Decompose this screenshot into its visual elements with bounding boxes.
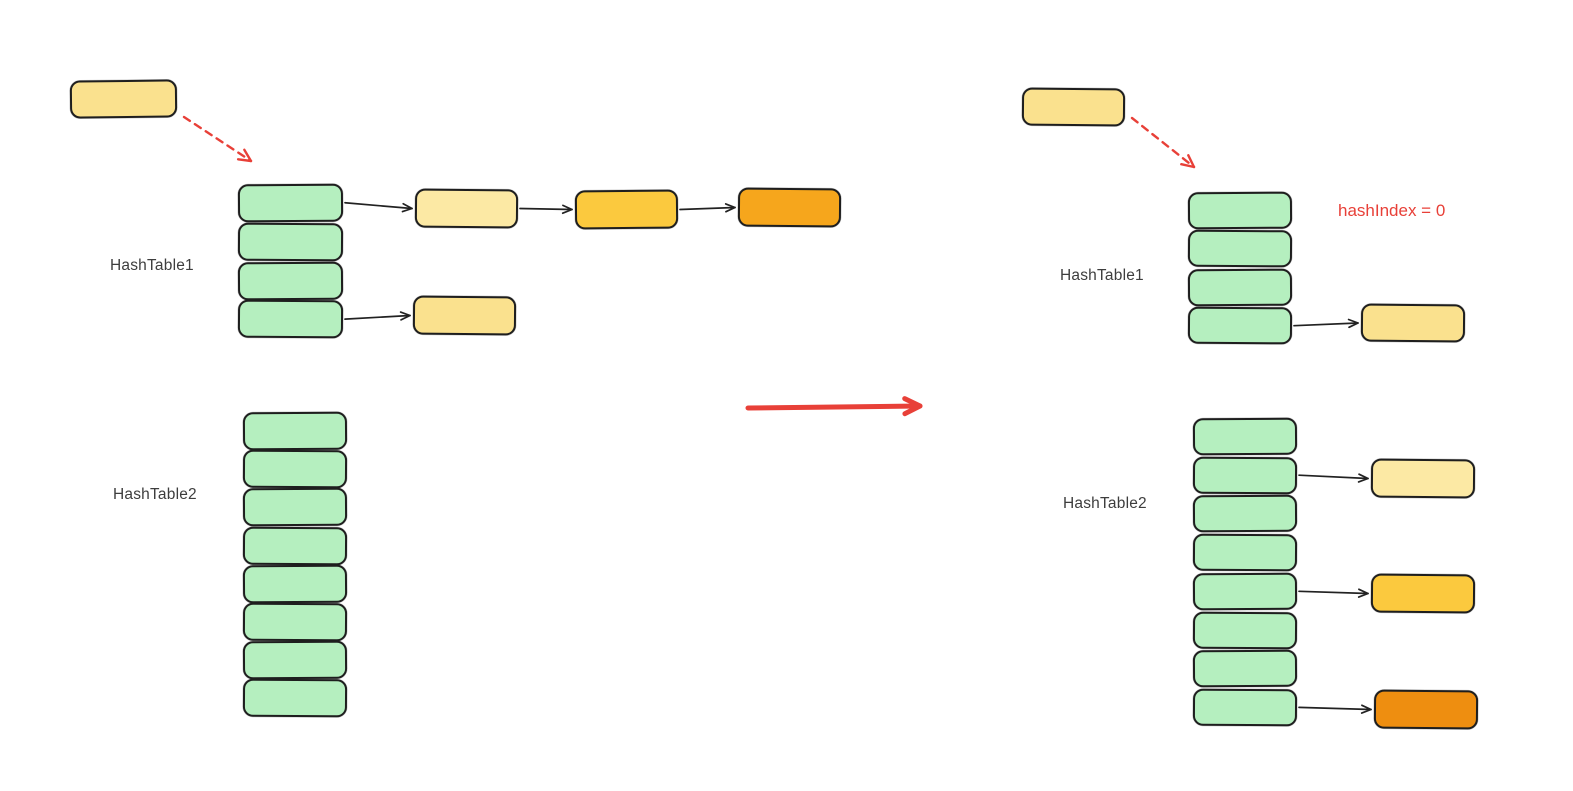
chain-node (1370, 458, 1476, 499)
hashtable-slot (242, 679, 348, 718)
chain-arrow (1298, 474, 1369, 480)
hashtable-slot (242, 411, 348, 450)
hashtable-slot (1192, 688, 1298, 727)
key-box-left (69, 79, 178, 119)
chain-arrow (344, 314, 411, 320)
chain-arrow (344, 201, 413, 210)
hashtable-slot (1192, 417, 1298, 456)
hashtable-slot (237, 222, 344, 261)
chain-arrow-head (1360, 704, 1372, 714)
hashtable-slot (1192, 572, 1298, 611)
hashtable-slot (1192, 533, 1298, 572)
hashtable-slot (237, 261, 344, 300)
hash-dashed-arrow-left (182, 115, 253, 163)
hashtable-slot (237, 183, 344, 222)
chain-arrow-head (561, 204, 573, 215)
hashtable1-label-right: HashTable1 (1060, 267, 1144, 284)
chain-arrow (679, 206, 736, 211)
chain-arrow-head (1357, 588, 1369, 598)
hashtable-slot (242, 640, 348, 680)
chain-node (1360, 303, 1466, 343)
chain-node (574, 189, 679, 230)
chain-arrow (1293, 322, 1359, 327)
transition-arrow-icon-head (902, 396, 923, 417)
transition-arrow-icon (745, 403, 923, 411)
chain-arrow (1298, 590, 1369, 595)
chain-node (737, 187, 842, 228)
hashtable1-label-left: HashTable1 (110, 257, 194, 274)
hashtable-slot (1192, 495, 1298, 533)
hashtable2-label-left: HashTable2 (113, 486, 197, 503)
hashtable-slot (1192, 456, 1298, 495)
hashtable-slot (237, 300, 344, 339)
chain-arrow-head (401, 202, 413, 213)
hashtable2-label-right: HashTable2 (1063, 495, 1147, 512)
chain-arrow-head (724, 203, 736, 213)
chain-node (1373, 689, 1479, 730)
hash-dashed-arrow-right (1130, 116, 1196, 169)
hashtable-slot (1187, 191, 1293, 230)
hashtable-slot (242, 564, 348, 603)
hashtable-slot (1192, 649, 1298, 688)
hashtable-slot (242, 488, 348, 527)
key-box-right (1021, 87, 1126, 127)
hashtable-slot (1192, 611, 1298, 649)
hashtable-slot (1187, 268, 1293, 307)
chain-node (414, 188, 519, 229)
hash-dashed-arrow-left-head (236, 148, 253, 163)
hashtable-slot (242, 449, 348, 489)
chain-arrow (519, 207, 573, 211)
hash-dashed-arrow-right-head (1180, 154, 1196, 169)
chain-arrow-head (1357, 473, 1369, 483)
chain-arrow-head (1347, 318, 1359, 329)
chain-node (1370, 573, 1476, 614)
hashtable-slot (242, 526, 348, 565)
hashtable-slot (1187, 230, 1293, 268)
chain-node (412, 295, 517, 336)
chain-arrow (1298, 706, 1372, 711)
hashtable-slot (1187, 306, 1293, 345)
hashtable-slot (242, 602, 348, 641)
hash-index-label: hashIndex = 0 (1338, 201, 1446, 220)
chain-arrow-head (399, 311, 411, 321)
